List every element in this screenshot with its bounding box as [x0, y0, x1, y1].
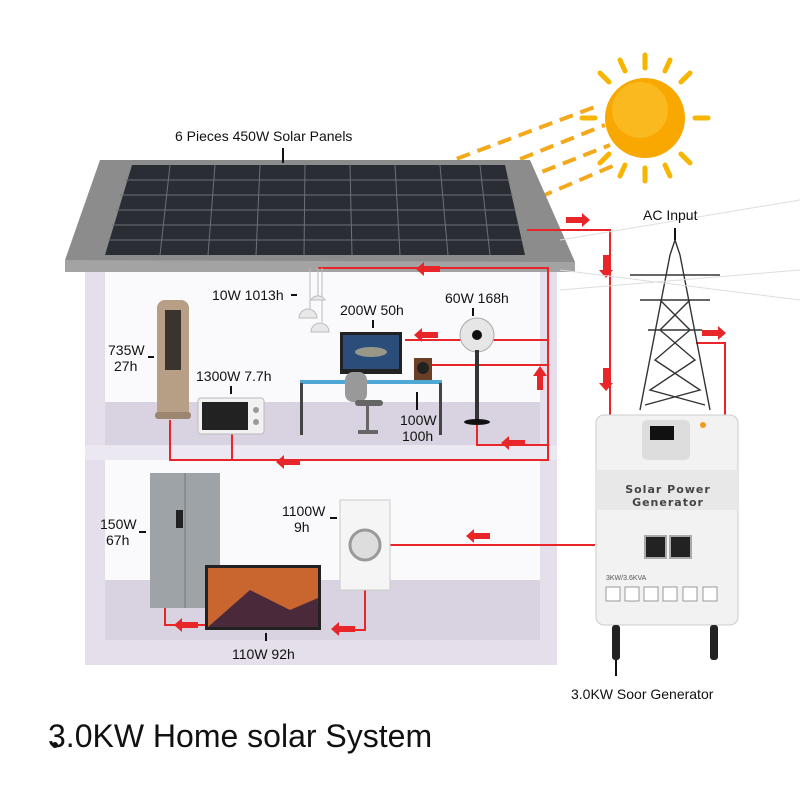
tv-label: 110W 92h	[232, 646, 295, 662]
ac-input-label: AC Input	[643, 207, 698, 223]
fridge-power: 150W	[100, 516, 137, 532]
flow-arrows	[174, 213, 726, 636]
ceiling-lights-icon	[298, 268, 330, 333]
speaker-hours: 100h	[402, 428, 434, 444]
solar-panels	[105, 164, 525, 256]
washer-hours: 9h	[294, 519, 310, 535]
fridge-hours: 67h	[106, 532, 130, 548]
transmission-tower-icon	[630, 228, 720, 411]
computer-icon	[340, 332, 402, 374]
fan-label: 60W 168h	[445, 290, 509, 306]
washer-power: 1100W	[282, 503, 326, 519]
air-cooler-power: 735W	[108, 342, 145, 358]
speaker-icon	[414, 358, 432, 380]
generator-caption: 3.0KW Soor Generator	[571, 686, 714, 702]
generator-name: Solar Power Generator	[625, 483, 711, 509]
washing-machine-icon	[339, 499, 391, 591]
generator-model: 3KW/3.6KVA	[606, 575, 647, 582]
desk-icon	[300, 380, 442, 435]
air-cooler-hours: 27h	[114, 358, 138, 374]
solar-power-generator-icon	[595, 414, 739, 676]
lights-label: 10W 1013h	[212, 287, 284, 303]
microwave-label: 1300W 7.7h	[196, 368, 272, 384]
bullet	[52, 742, 58, 748]
tv-icon	[205, 565, 321, 630]
solar-panels-label: 6 Pieces 450W Solar Panels	[175, 128, 353, 144]
chair-icon	[345, 372, 383, 434]
microwave-icon	[197, 397, 265, 435]
page-title: 3.0KW Home solar System	[48, 718, 433, 754]
speaker-power: 100W	[400, 412, 437, 428]
air-cooler-icon	[155, 300, 191, 419]
fan-icon	[459, 317, 495, 425]
sun-icon	[579, 52, 711, 184]
computer-label: 200W 50h	[340, 302, 404, 318]
